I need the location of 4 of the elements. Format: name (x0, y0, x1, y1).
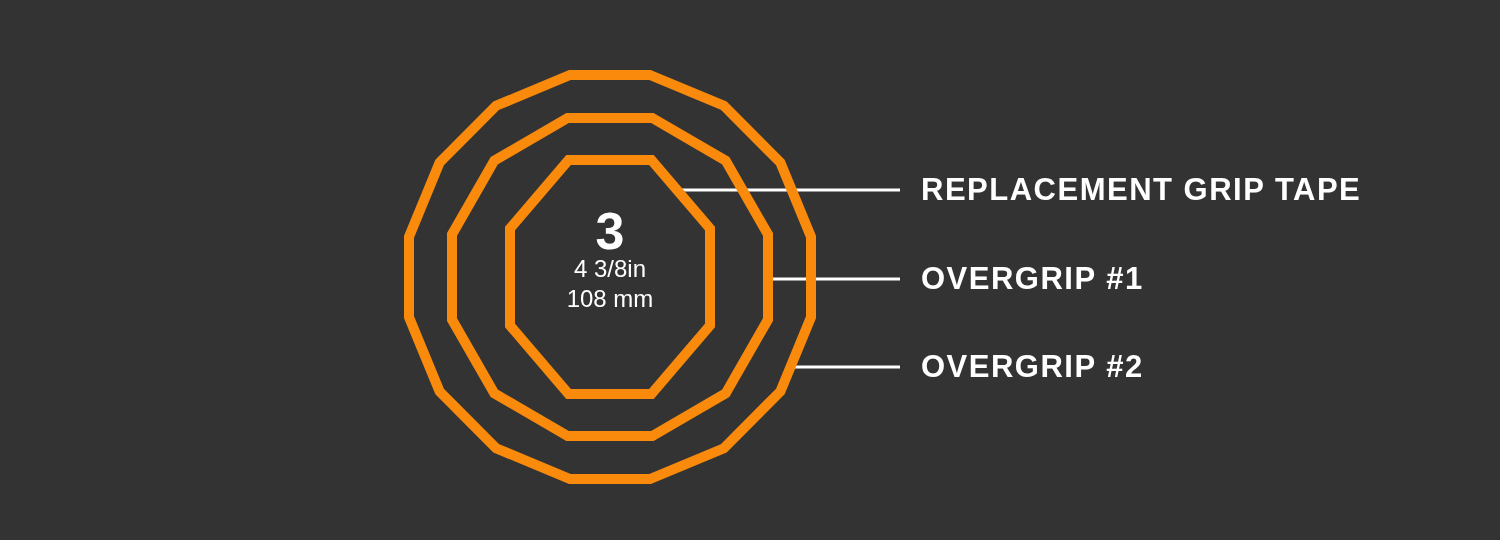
part-label: OVERGRIP #1 (921, 261, 1144, 297)
size-millimetres: 108 mm (566, 286, 654, 313)
part-label: REPLACEMENT GRIP TAPE (921, 172, 1362, 208)
part-label: OVERGRIP #2 (921, 349, 1144, 385)
